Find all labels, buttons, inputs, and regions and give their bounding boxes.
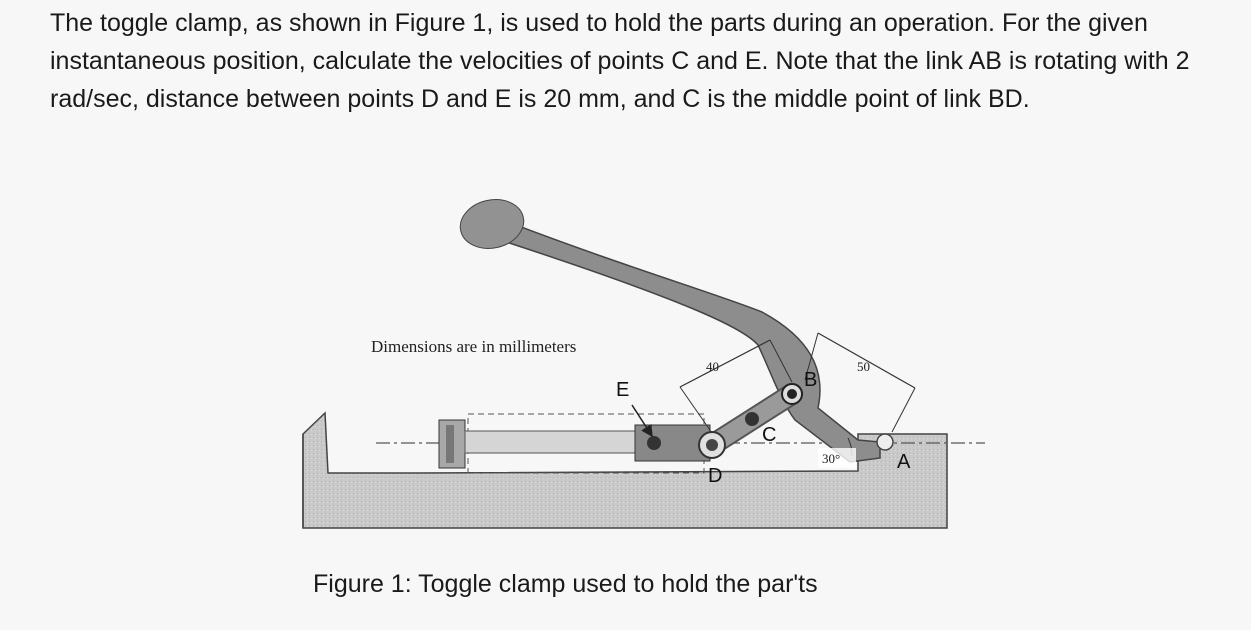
dim-line-40 [679, 339, 771, 388]
pin-c [745, 412, 759, 426]
dim-line-50 [817, 332, 916, 389]
e-leader [631, 404, 653, 438]
pin-a [876, 433, 894, 451]
label-e: E [616, 379, 629, 401]
label-b: B [804, 369, 817, 391]
angle-label: 30° [822, 451, 840, 466]
handle [486, 221, 881, 463]
clamp-base [302, 411, 948, 529]
dim-50-label: 50 [857, 359, 870, 374]
label-d: D [708, 465, 722, 487]
label-a: A [897, 451, 911, 473]
pin-e [647, 436, 661, 450]
handle-grip [459, 199, 525, 249]
plunger-rod [464, 430, 636, 454]
problem-statement: The toggle clamp, as shown in Figure 1, … [50, 9, 1190, 113]
dim-40-label: 40 [706, 359, 719, 374]
label-c: C [762, 424, 776, 446]
dimensions-note: Dimensions are in millimeters [371, 337, 576, 356]
figure-caption: Figure 1: Toggle clamp used to hold the … [313, 570, 818, 598]
